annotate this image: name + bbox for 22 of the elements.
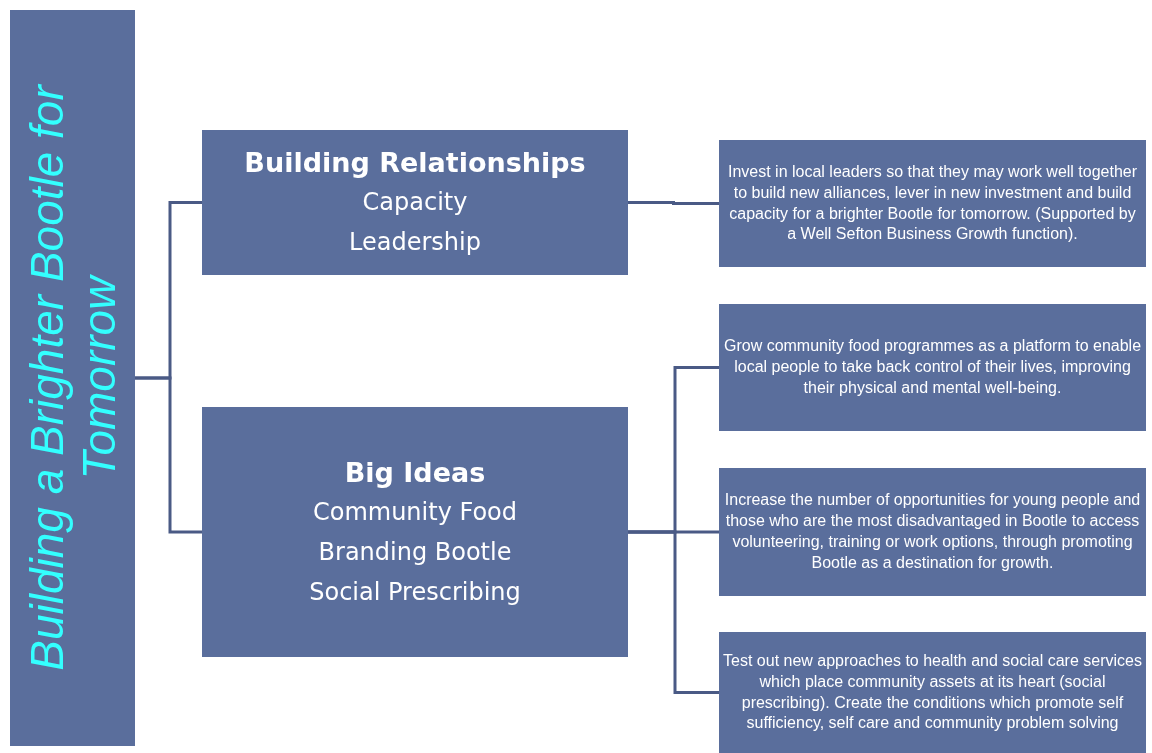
description-text: Invest in local leaders so that they may work well together to build new alliances, lever in new investment and build capacity for a brighter Bootle for tomorrow. (Supported by a Well Sefton Business Growth function). [726, 161, 1139, 245]
description-box [719, 304, 1146, 431]
theme-heading: Big Ideas [344, 456, 486, 488]
description-text: Grow community food programmes as a platform to enable local people to take back control of their lives, improving their physical and mental well-being. [722, 336, 1143, 398]
theme-heading: Building Relationships [244, 147, 586, 178]
description-box [719, 468, 1146, 596]
connector-line [628, 201, 719, 205]
theme-box [202, 130, 628, 275]
theme-item: Branding Bootle [318, 537, 512, 566]
theme-item: Leadership [349, 228, 481, 256]
description-box [719, 632, 1146, 753]
connector-line [135, 376, 202, 534]
connector-line [628, 530, 719, 694]
description-box [719, 140, 1146, 267]
vertical-title: Building a Brighter Bootle for Tomorrow [20, 82, 125, 673]
title-band [10, 10, 135, 746]
description-text: Increase the number of opportunities for young people and those who are the most disadvantaged in Bootle to access volunteering, training or work options, through promoting Bootle as a destination for growth. [723, 490, 1142, 573]
theme-box [202, 407, 628, 657]
theme-item: Capacity [362, 188, 468, 216]
theme-item: Community Food [312, 497, 518, 526]
description-text: Test out new approaches to health and social care services which place community assets at its heart (social prescribing). Create the conditions which promote self sufficiency, self care and community problem solving [722, 650, 1143, 734]
theme-item: Social Prescribing [309, 577, 521, 606]
